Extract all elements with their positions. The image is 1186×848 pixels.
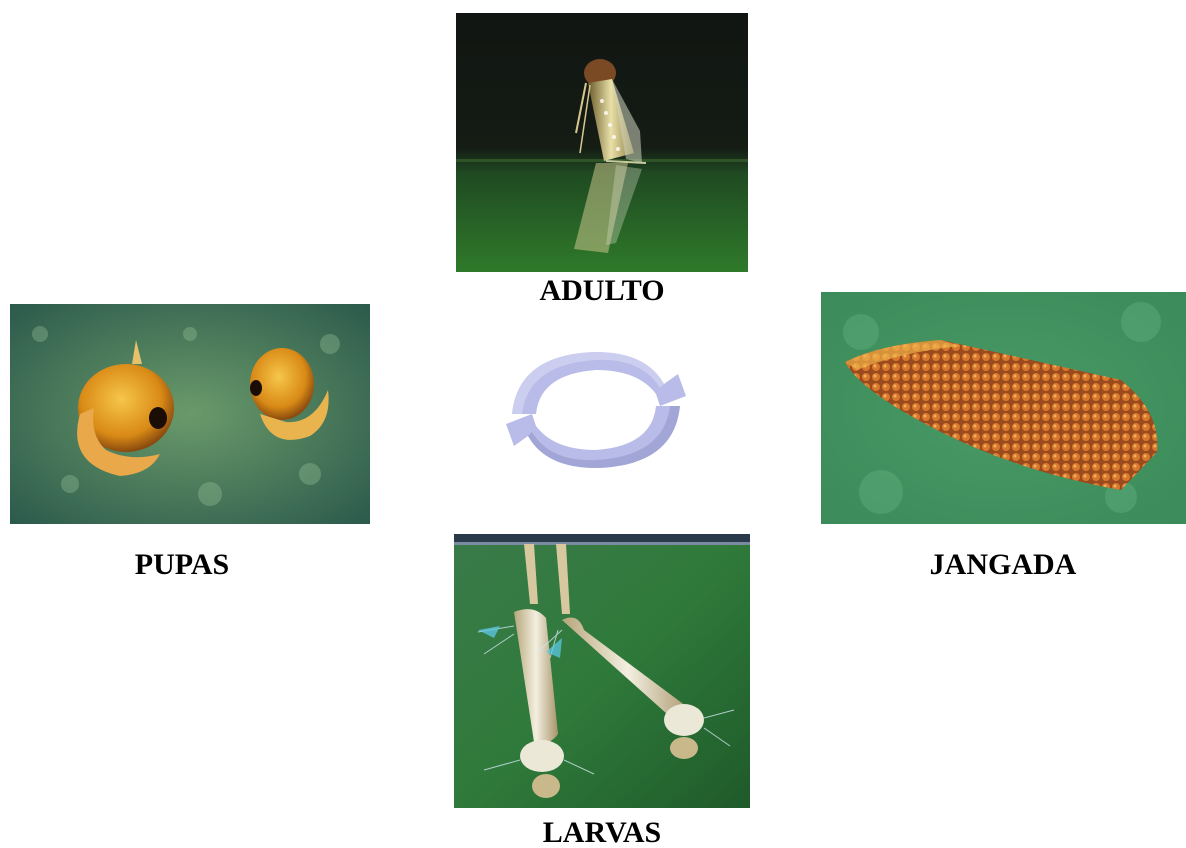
larvae-photo <box>454 534 750 808</box>
egg-raft-photo <box>821 292 1186 524</box>
larvae-label: LARVAS <box>454 816 750 848</box>
cycle-arrows-icon <box>496 344 696 476</box>
adult-mosquito-photo <box>456 13 748 272</box>
egg-raft-label: JANGADA <box>903 548 1103 582</box>
pupae-photo <box>10 304 370 524</box>
pupae-label: PUPAS <box>82 548 282 582</box>
adult-label: ADULTO <box>456 274 748 308</box>
